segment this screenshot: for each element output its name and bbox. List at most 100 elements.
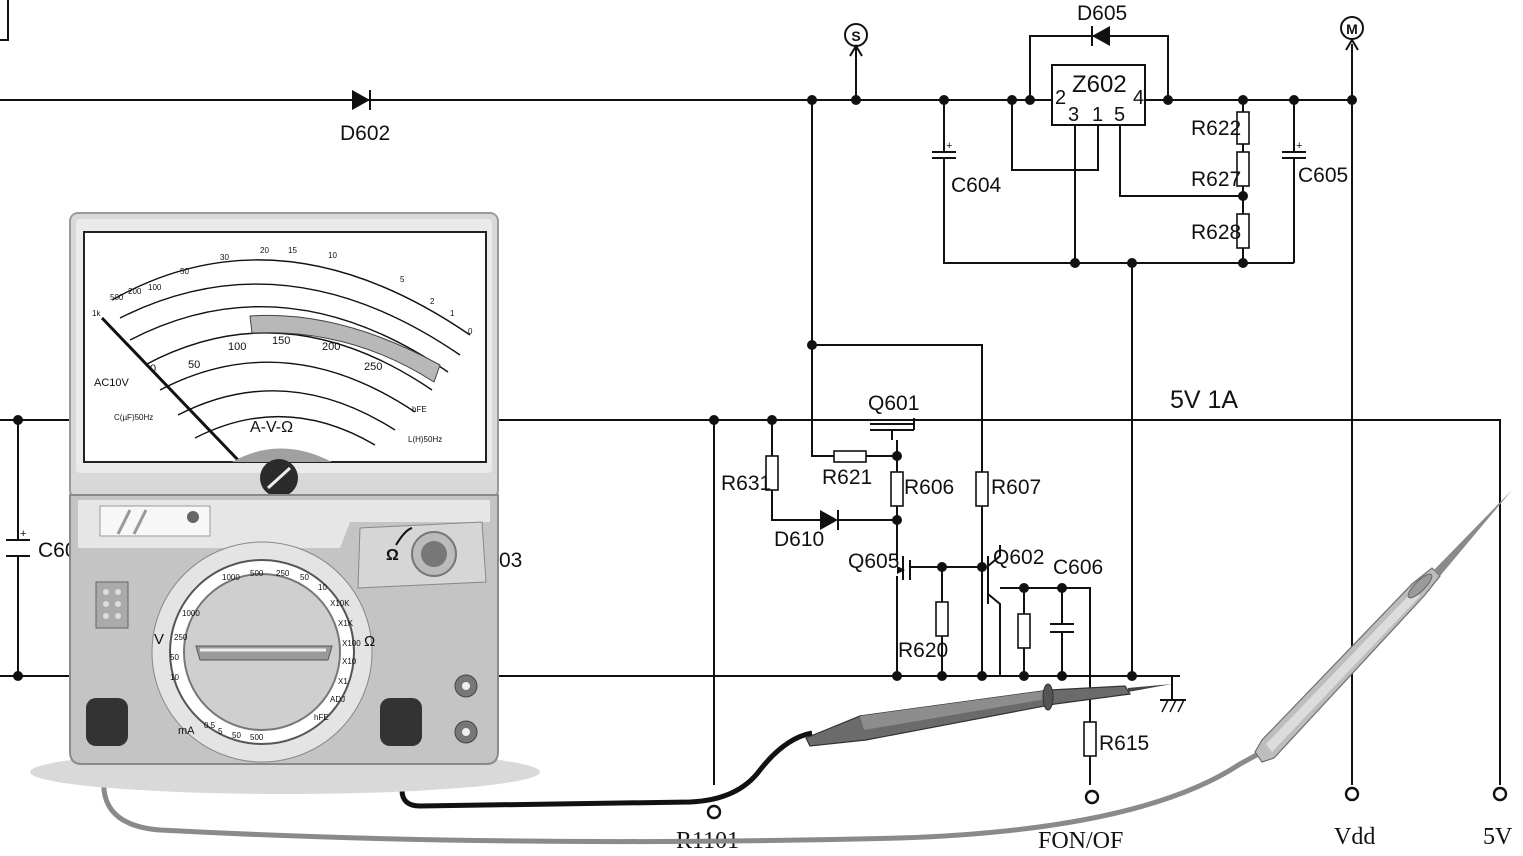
- probe-grey: [1254, 490, 1512, 763]
- plug-grey-lead[interactable]: [86, 698, 128, 746]
- range-dial-labels: 1000 500 250 50 10 X10K X1K X100 X10 X1 …: [170, 569, 361, 742]
- svg-text:10: 10: [328, 251, 337, 260]
- z602-pin-2: 2: [1055, 87, 1066, 109]
- label-rail-note: 5V 1A: [1170, 386, 1238, 414]
- terminal-circles: [706, 786, 1508, 820]
- label-q605: Q605: [848, 550, 899, 573]
- svg-text:200: 200: [128, 287, 142, 296]
- label-r628: R628: [1191, 221, 1241, 244]
- z602-pin-5: 5: [1114, 104, 1125, 126]
- svg-text:500: 500: [110, 293, 124, 302]
- marker-s: S: [844, 23, 868, 57]
- svg-text:2: 2: [430, 297, 435, 306]
- svg-text:X1K: X1K: [338, 619, 354, 628]
- label-r631: R631: [721, 472, 771, 495]
- resistor-r621: [833, 450, 867, 463]
- svg-text:hFE: hFE: [314, 713, 329, 722]
- svg-text:50: 50: [300, 573, 309, 582]
- plug-black-lead[interactable]: [380, 698, 422, 746]
- resistor-r606: [890, 471, 904, 507]
- diode-d610: [820, 510, 839, 530]
- diode-d605: [1091, 26, 1110, 46]
- svg-text:0: 0: [150, 363, 156, 375]
- multimeter: 1k 500 200 100 50 30 20 15 10 5 2 1 0 0 …: [30, 212, 540, 794]
- svg-text:500: 500: [250, 569, 264, 578]
- label-c606: C606: [1053, 556, 1103, 579]
- transistor-q605: [897, 556, 905, 580]
- svg-text:30: 30: [220, 253, 229, 262]
- diode-d602: [352, 90, 371, 110]
- meter-ind-label: L(H)50Hz: [408, 435, 442, 444]
- svg-text:200: 200: [322, 341, 340, 353]
- label-r607: R607: [991, 476, 1041, 499]
- range-ma-label: mA: [178, 725, 195, 737]
- capacitor-c605: +: [1282, 140, 1306, 159]
- junctions: [13, 95, 1357, 681]
- test-leads: [101, 730, 1264, 845]
- svg-text:20: 20: [260, 246, 269, 255]
- capacitor-c606: [1050, 623, 1074, 633]
- ohm-adjust-knob[interactable]: [421, 541, 447, 567]
- label-r621: R621: [822, 466, 872, 489]
- meter-unit-label: A-V-Ω: [250, 419, 293, 436]
- svg-text:250: 250: [364, 361, 382, 373]
- label-c605: C605: [1298, 164, 1348, 187]
- svg-text:X10K: X10K: [330, 599, 350, 608]
- svg-text:50: 50: [180, 267, 189, 276]
- ohm-adjust-label: Ω: [386, 547, 399, 564]
- label-z602: Z602: [1072, 71, 1127, 98]
- label-r606: R606: [904, 476, 954, 499]
- svg-text:250: 250: [276, 569, 290, 578]
- svg-text:0: 0: [468, 327, 473, 336]
- range-ohm-label: Ω: [364, 633, 375, 650]
- svg-text:50: 50: [188, 359, 200, 371]
- svg-text:100: 100: [148, 283, 162, 292]
- resistor-r607: [975, 471, 989, 507]
- meter-cap-label: C(µF)50Hz: [114, 413, 153, 422]
- svg-text:50: 50: [232, 731, 241, 740]
- label-q601: Q601: [868, 392, 919, 415]
- svg-text:X10: X10: [342, 657, 357, 666]
- resistor-r-unlabeled: [1017, 613, 1031, 649]
- ic-z602-body: [1051, 64, 1146, 126]
- label-q602: Q602: [993, 546, 1044, 569]
- svg-text:15: 15: [288, 246, 297, 255]
- resistor-r615: [1083, 721, 1097, 757]
- label-r627: R627: [1191, 168, 1241, 191]
- meter-dcv-scale-labels: 0 50 100 150 200 250: [150, 335, 382, 375]
- svg-text:150: 150: [272, 335, 290, 347]
- svg-text:100: 100: [228, 341, 246, 353]
- resistor-r622: [1236, 111, 1250, 145]
- capacitor-c60: +: [6, 528, 30, 557]
- svg-text:250: 250: [174, 633, 188, 642]
- meter-dial-window: [83, 231, 487, 463]
- terminal-label-5v: 5V: [1483, 824, 1513, 850]
- label-d602: D602: [340, 122, 390, 145]
- capacitor-c604: +: [932, 140, 956, 159]
- svg-text:+: +: [20, 528, 26, 540]
- svg-text:5: 5: [400, 275, 405, 284]
- svg-text:50: 50: [170, 653, 179, 662]
- label-c604: C604: [951, 174, 1002, 197]
- marker-m: M: [1340, 16, 1364, 51]
- svg-text:X100: X100: [342, 639, 361, 648]
- svg-text:+: +: [1296, 140, 1302, 152]
- svg-text:+: +: [946, 140, 952, 152]
- label-d610: D610: [774, 528, 824, 551]
- label-c60-partial: C60: [38, 539, 77, 562]
- svg-text:5: 5: [218, 727, 223, 736]
- svg-text:ADJ: ADJ: [330, 695, 345, 704]
- meter-hfe-label: hFE: [412, 405, 427, 414]
- label-r615: R615: [1099, 732, 1149, 755]
- svg-text:1000: 1000: [182, 609, 200, 618]
- svg-text:10: 10: [318, 583, 327, 592]
- resistor-r620: [935, 601, 949, 637]
- resistor-r631: [765, 455, 779, 491]
- resistor-r628: [1236, 213, 1250, 249]
- svg-text:X1: X1: [338, 677, 348, 686]
- svg-text:M: M: [1346, 21, 1358, 37]
- label-r622: R622: [1191, 117, 1241, 140]
- z602-pin-4: 4: [1133, 87, 1144, 109]
